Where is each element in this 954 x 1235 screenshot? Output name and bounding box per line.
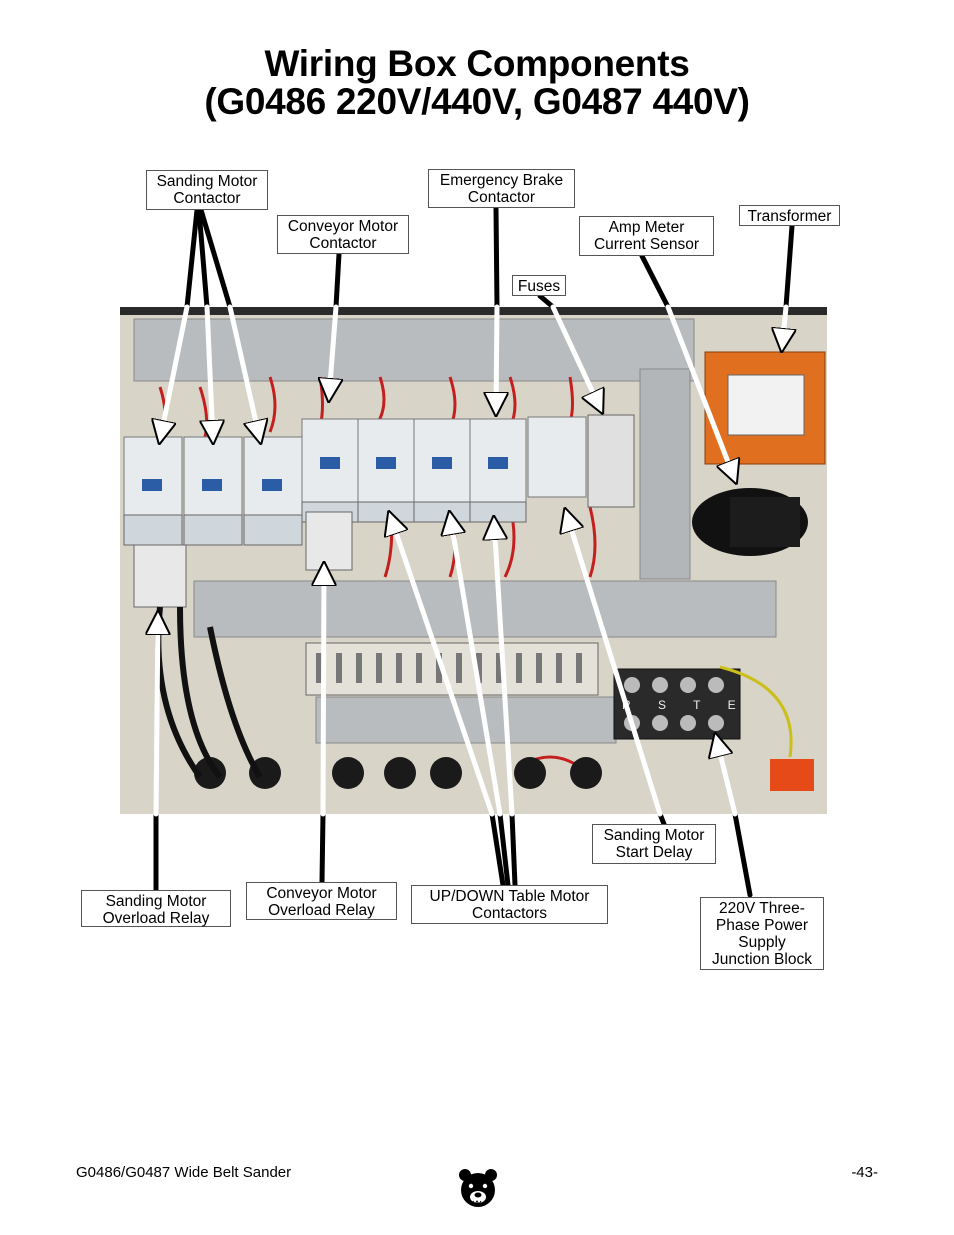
label-sanding-motor-overload-relay: Sanding Motor Overload Relay [81, 890, 231, 927]
page-title-line1: Wiring Box Components [264, 43, 690, 84]
label-sanding-motor-contactor: Sanding Motor Contactor [146, 170, 268, 210]
label-power-supply-junction-block: 220V Three- Phase Power Supply Junction … [700, 897, 824, 970]
label-conveyor-motor-overload-relay: Conveyor Motor Overload Relay [246, 882, 397, 920]
bear-logo-icon [459, 1169, 497, 1207]
page-title-line2: (G0486 220V/440V, G0487 440V) [204, 81, 750, 122]
label-amp-meter-current-sensor: Amp Meter Current Sensor [579, 216, 714, 256]
label-up-down-table-motor-contactors: UP/DOWN Table Motor Contactors [411, 885, 608, 924]
label-fuses: Fuses [512, 275, 566, 296]
footer-model-name: G0486/G0487 Wide Belt Sander [76, 1164, 292, 1181]
label-conveyor-motor-contactor: Conveyor Motor Contactor [277, 215, 409, 254]
label-sanding-motor-start-delay: Sanding Motor Start Delay [592, 824, 716, 864]
footer-page-number: -43- [851, 1164, 878, 1181]
junction-terminal-labels: R S T E [622, 698, 748, 712]
label-emergency-brake-contactor: Emergency Brake Contactor [428, 169, 575, 208]
label-transformer: Transformer [739, 205, 840, 226]
